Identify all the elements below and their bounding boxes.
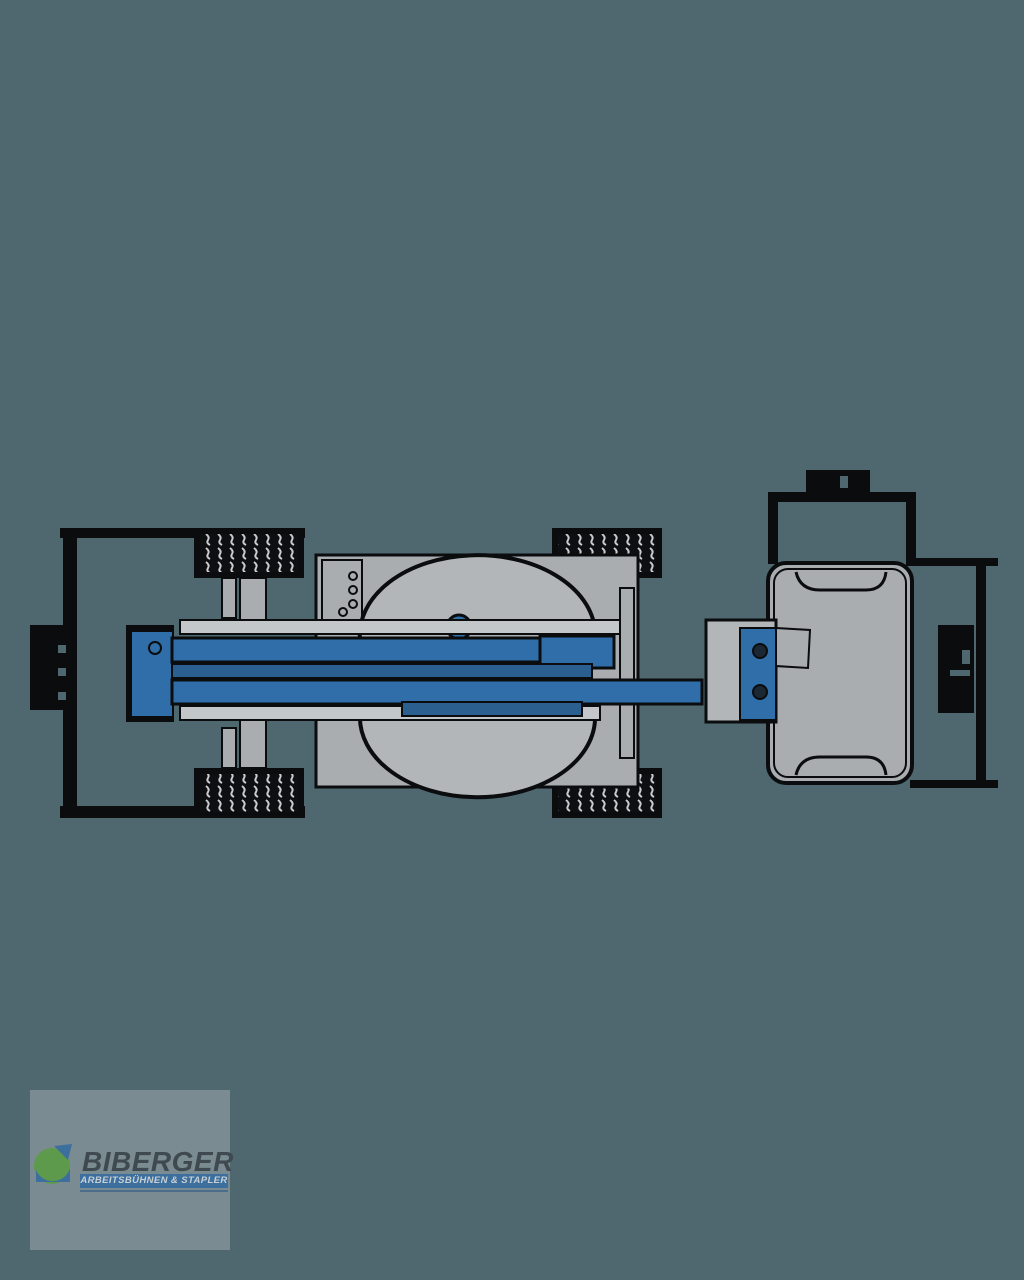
tire-rear-bottom (194, 768, 304, 818)
platform-basket (766, 561, 914, 785)
boom-lower (170, 678, 704, 706)
platform-control-box (704, 618, 812, 724)
system-lift-badge-icon (34, 1144, 72, 1184)
jib (401, 701, 583, 717)
brand-name: BIBERGER (82, 1146, 234, 1177)
brand-underline (80, 1190, 228, 1192)
brand-tagline: ARBEITSBÜHNEN & STAPLER (80, 1174, 228, 1188)
rear-counterweight (30, 625, 66, 710)
turntable (357, 553, 597, 800)
watermark-logo: BIBERGER ARBEITSBÜHNEN & STAPLER (30, 1090, 233, 1250)
platform-guard-frame (768, 470, 998, 788)
tire-rear-top (194, 528, 304, 578)
boom-assembly (126, 625, 704, 722)
